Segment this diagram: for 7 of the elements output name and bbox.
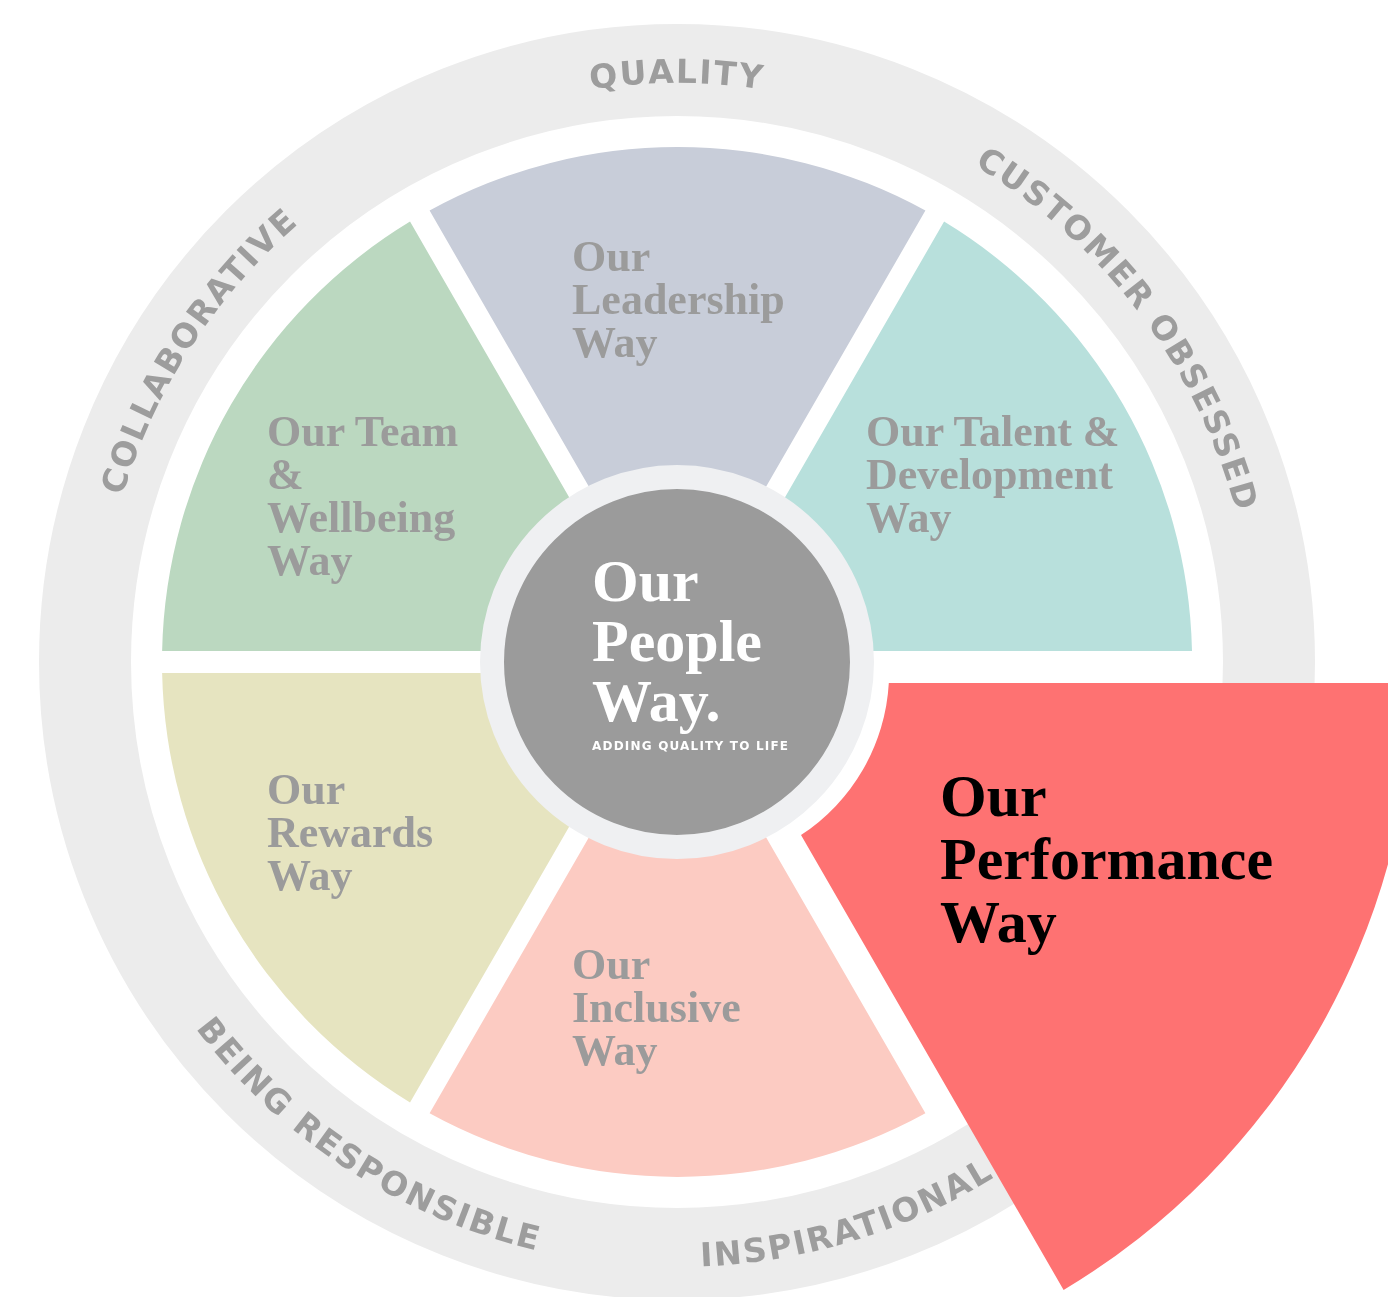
segment-title: Our Inclusive Way [572, 943, 742, 1072]
segment-title: Our Leadership Way [572, 235, 786, 364]
segment-title: Our Talent & Development Way [866, 410, 1121, 539]
value-label: QUALITY [587, 51, 768, 98]
segment-title: Our Performance Way [940, 765, 1275, 954]
segment-title: Our Rewards Way [267, 768, 435, 897]
tagline: ADDING QUALITY TO LIFE [592, 739, 791, 753]
